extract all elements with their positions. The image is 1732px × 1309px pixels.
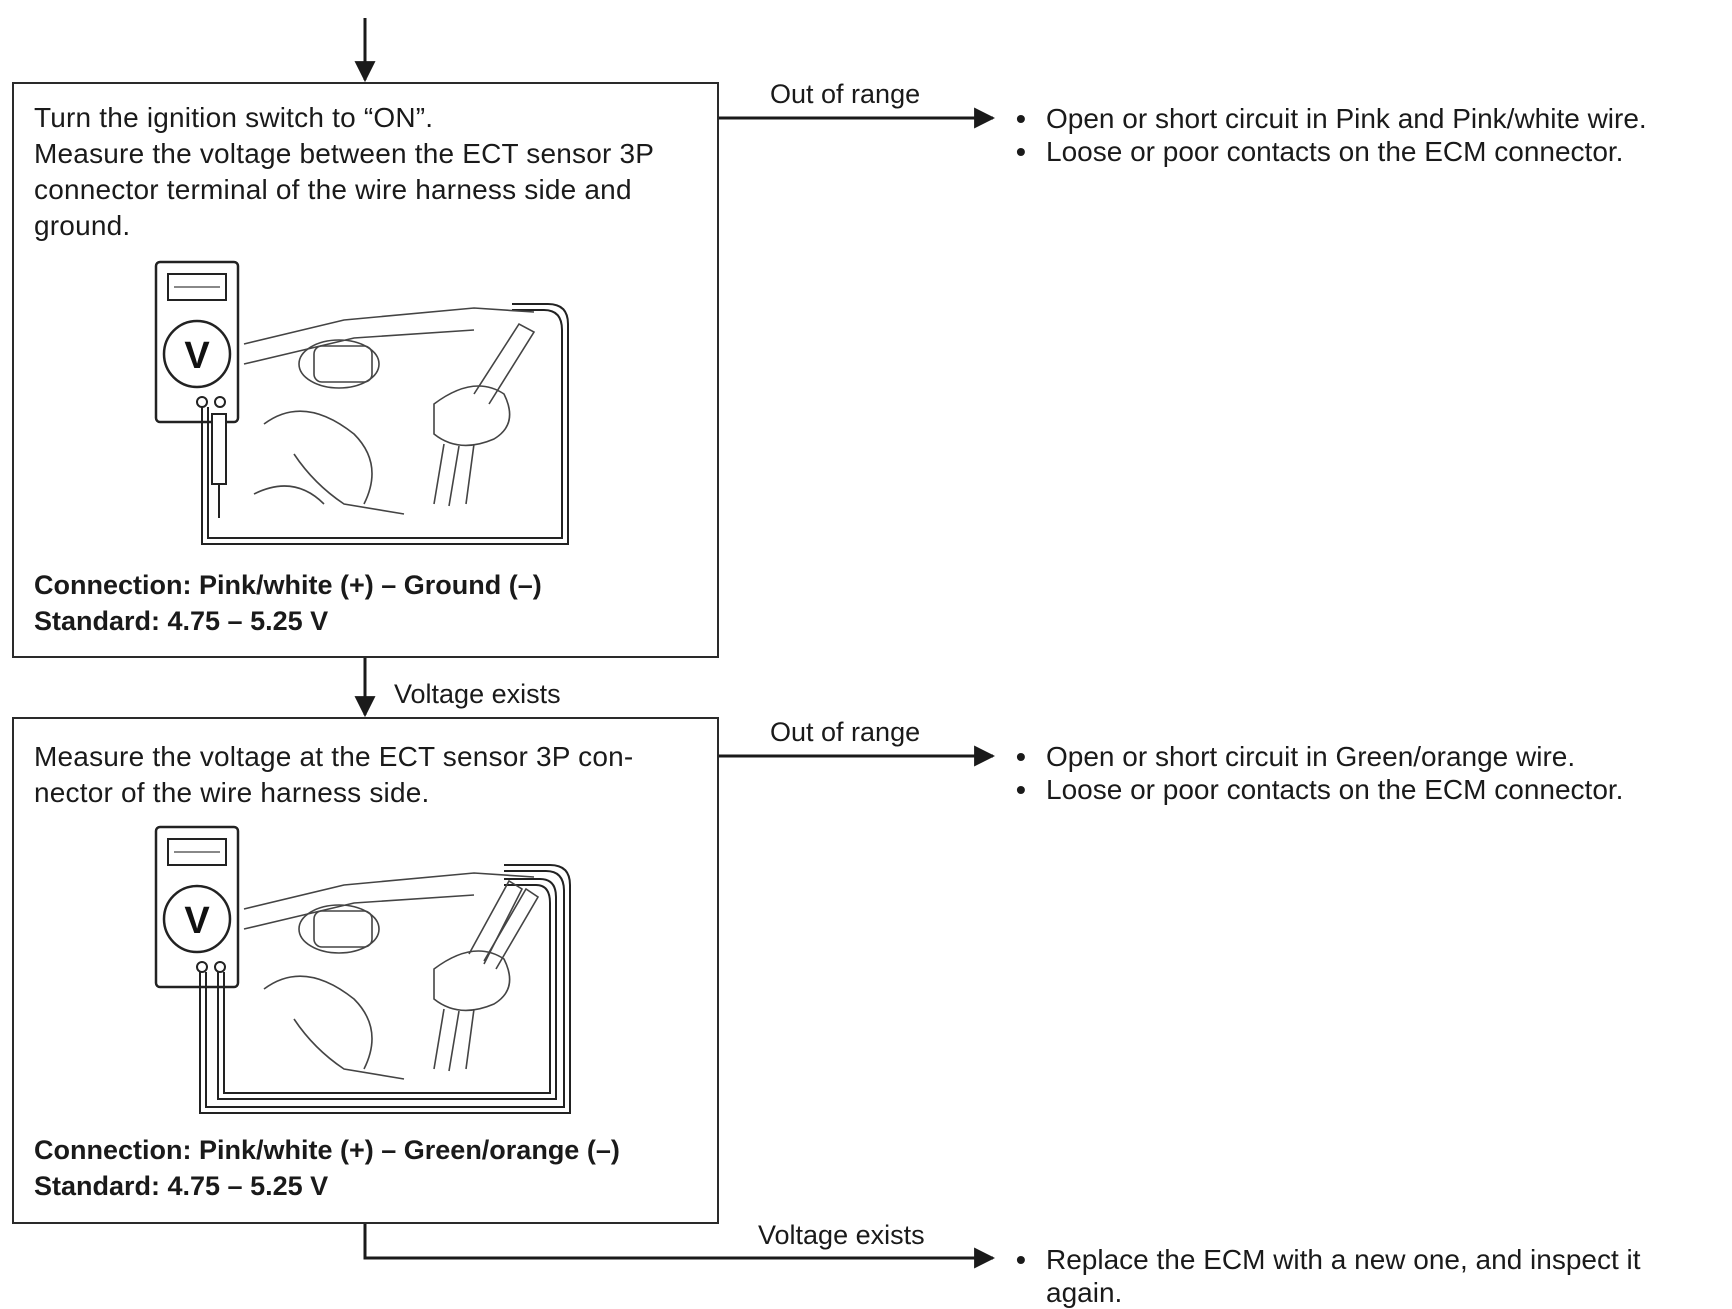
step1-connection: Connection: Pink/white (+) – Ground (–) [34, 570, 542, 600]
voltage-meter-label: V [184, 335, 210, 377]
probe-leads [199, 864, 571, 1114]
step2-instruction-line: nector of the wire harness side. [34, 777, 430, 808]
step2-box: Measure the voltage at the ECT sensor 3P… [12, 717, 719, 1224]
step2-voltage-exists-label: Voltage exists [758, 1220, 925, 1250]
result-text: Open or short circuit in Pink and Pink/w… [1046, 103, 1647, 134]
step2-spec: Connection: Pink/white (+) – Green/orang… [34, 1132, 620, 1204]
list-item: again. [1010, 1276, 1641, 1309]
result-text: Replace the ECM with a new one, and insp… [1046, 1244, 1641, 1275]
step2-result-list: • Open or short circuit in Green/orange w… [1010, 740, 1623, 806]
step2-multimeter-illustration: V [154, 825, 571, 1114]
final-result-list: • Replace the ECM with a new one, and ins… [1010, 1243, 1641, 1309]
engine-sketch [243, 307, 536, 515]
step1-out-of-range-label: Out of range [770, 79, 921, 109]
step1-instruction: Turn the ignition switch to “ON”. Measur… [34, 100, 654, 244]
result-text: again. [1046, 1277, 1123, 1308]
list-item: • Replace the ECM with a new one, and ins… [1010, 1243, 1641, 1276]
step2-connection: Connection: Pink/white (+) – Green/orang… [34, 1135, 620, 1165]
step1-instruction-line: connector terminal of the wire harness s… [34, 174, 632, 205]
step2-voltage-exists-arrow [363, 1224, 996, 1269]
list-item: • Open or short circuit in Pink and Pink/… [1010, 102, 1647, 135]
step2-standard: Standard: 4.75 – 5.25 V [34, 1171, 329, 1201]
bullet-icon: • [1016, 774, 1026, 805]
step1-multimeter-illustration: V [154, 260, 569, 545]
step1-instruction-line: Measure the voltage between the ECT sens… [34, 138, 655, 169]
probe-leads [201, 303, 569, 545]
step1-instruction-line: Turn the ignition switch to “ON”. [34, 102, 434, 133]
bullet-icon: • [1016, 136, 1026, 167]
multimeter-icon: V [154, 825, 240, 989]
result-text: Open or short circuit in Green/orange wi… [1046, 741, 1576, 772]
bullet-icon: • [1016, 741, 1026, 772]
step2-out-of-range-label: Out of range [770, 717, 921, 747]
result-text: Loose or poor contacts on the ECM connec… [1046, 136, 1624, 167]
step1-box: Turn the ignition switch to “ON”. Measur… [12, 82, 719, 658]
step1-result-list: • Open or short circuit in Pink and Pink/… [1010, 102, 1647, 168]
step2-instruction-line: Measure the voltage at the ECT sensor 3P… [34, 741, 634, 772]
list-item: • Open or short circuit in Green/orange w… [1010, 740, 1623, 773]
bullet-icon: • [1016, 103, 1026, 134]
engine-sketch [243, 872, 540, 1080]
bullet-icon: • [1016, 1244, 1026, 1275]
step2-instruction: Measure the voltage at the ECT sensor 3P… [34, 739, 633, 811]
list-item: • Loose or poor contacts on the ECM conne… [1010, 773, 1623, 806]
step1-voltage-exists-label: Voltage exists [394, 679, 561, 709]
step1-instruction-line: ground. [34, 210, 131, 241]
multimeter-icon: V [154, 260, 240, 424]
result-text: Loose or poor contacts on the ECM connec… [1046, 774, 1624, 805]
step1-standard: Standard: 4.75 – 5.25 V [34, 606, 329, 636]
step1-spec: Connection: Pink/white (+) – Ground (–) … [34, 567, 542, 639]
voltage-meter-label: V [184, 900, 210, 942]
list-item: • Loose or poor contacts on the ECM conne… [1010, 135, 1647, 168]
